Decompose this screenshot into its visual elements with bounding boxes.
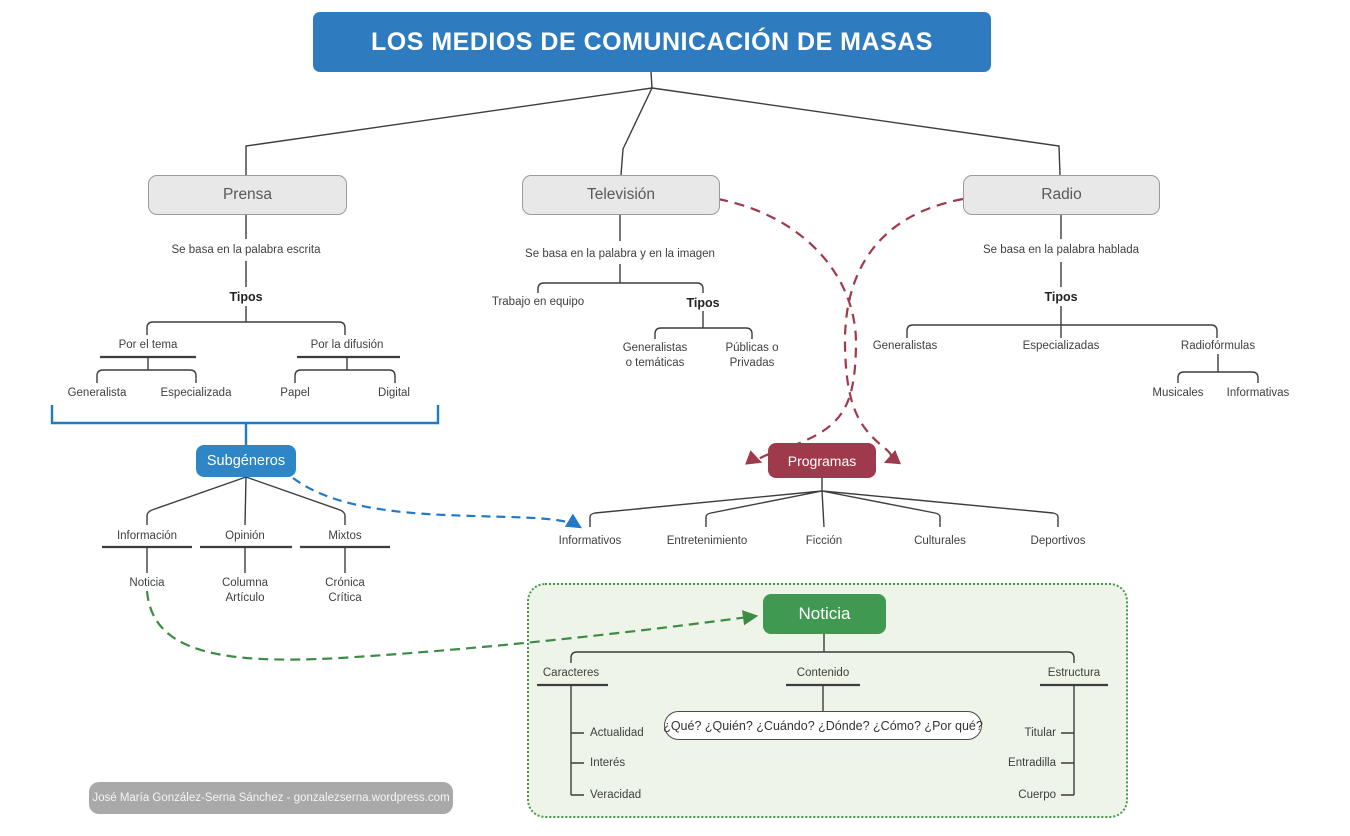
prensa-tipos: Tipos <box>229 290 263 304</box>
edge-noticia-to-noticia-detail <box>145 590 759 661</box>
television-generalistas-2: o temáticas <box>625 357 685 369</box>
node-radio: Radio <box>963 175 1160 215</box>
prensa-papel: Papel <box>280 387 310 399</box>
credit-box: José María González-Serna Sánchez - gonz… <box>89 782 453 814</box>
subgeneros-opinion: Opinión <box>225 530 265 542</box>
subgeneros-mixtos: Mixtos <box>328 530 362 542</box>
television-trabajo-en-equipo: Trabajo en equipo <box>491 296 585 308</box>
television-tipos: Tipos <box>686 296 720 310</box>
blue-bracket <box>50 405 440 445</box>
subgeneros-informacion: Información <box>116 530 178 542</box>
subgeneros-articulo: Artículo <box>225 592 265 604</box>
radio-informativas: Informativas <box>1226 387 1290 399</box>
title-box: LOS MEDIOS DE COMUNICACIÓN DE MASAS <box>313 12 991 72</box>
edge-radio-to-programas <box>843 197 964 465</box>
subgeneros-columna: Columna <box>221 577 269 589</box>
node-noticia-detail: Noticia <box>763 594 886 634</box>
programas-culturales: Culturales <box>914 535 966 547</box>
subgeneros-critica: Crítica <box>328 592 362 604</box>
noticia-actualidad: Actualidad <box>590 727 644 739</box>
noticia-entradilla: Entradilla <box>1008 757 1056 769</box>
prensa-por-la-difusion: Por la difusión <box>310 339 384 351</box>
programas-informativos: Informativos <box>558 535 622 547</box>
prensa-generalista: Generalista <box>67 387 127 399</box>
node-prensa: Prensa <box>148 175 347 215</box>
television-publicas-2: Privadas <box>729 357 775 369</box>
noticia-questions-pill: ¿Qué? ¿Quién? ¿Cuándo? ¿Dónde? ¿Cómo? ¿P… <box>663 711 983 740</box>
subgeneros-noticia: Noticia <box>129 577 165 589</box>
radio-basis: Se basa en la palabra hablada <box>982 244 1140 256</box>
television-publicas-1: Públicas o <box>725 342 779 354</box>
prensa-digital: Digital <box>378 387 410 399</box>
television-basis: Se basa en la palabra y en la imagen <box>525 248 715 260</box>
noticia-titular: Titular <box>1024 727 1056 739</box>
radio-tipos: Tipos <box>1044 290 1078 304</box>
prensa-basis: Se basa en la palabra escrita <box>171 244 321 256</box>
radio-radioformulas: Radiofórmulas <box>1180 340 1256 352</box>
noticia-estructura: Estructura <box>1047 667 1101 679</box>
node-television: Televisión <box>522 175 720 215</box>
noticia-contenido: Contenido <box>796 667 850 679</box>
noticia-cuerpo: Cuerpo <box>1018 789 1056 801</box>
noticia-caracteres: Caracteres <box>542 667 600 679</box>
prensa-especializada: Especializada <box>160 387 232 399</box>
programas-ficcion: Ficción <box>805 535 843 547</box>
television-generalistas-1: Generalistas <box>622 342 688 354</box>
edge-television-to-programas <box>717 197 858 465</box>
noticia-interes: Interés <box>590 757 626 769</box>
programas-deportivos: Deportivos <box>1030 535 1086 547</box>
programas-entretenimiento: Entretenimiento <box>666 535 748 547</box>
node-subgeneros: Subgéneros <box>196 445 296 477</box>
node-programas: Programas <box>768 443 876 478</box>
noticia-veracidad: Veracidad <box>590 789 642 801</box>
radio-musicales: Musicales <box>1152 387 1204 399</box>
radio-generalistas: Generalistas <box>872 340 938 352</box>
page-title: LOS MEDIOS DE COMUNICACIÓN DE MASAS <box>371 27 933 56</box>
subgeneros-cronica: Crónica <box>325 577 365 589</box>
radio-especializadas: Especializadas <box>1022 340 1100 352</box>
edge-subgeneros-to-informativos <box>292 477 582 529</box>
prensa-por-el-tema: Por el tema <box>118 339 178 351</box>
